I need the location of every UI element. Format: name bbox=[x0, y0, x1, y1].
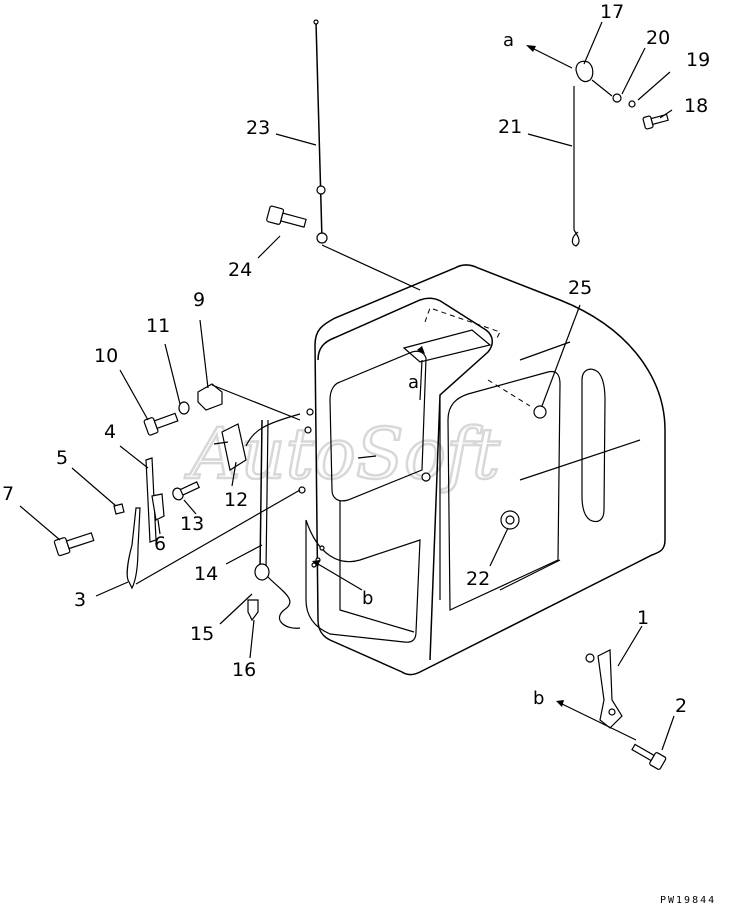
antenna-part bbox=[313, 19, 421, 291]
callout-16: 16 bbox=[232, 659, 256, 681]
screw-part-13 bbox=[172, 481, 201, 501]
nut-part-25 bbox=[533, 405, 547, 419]
hose-part-14 bbox=[259, 419, 301, 629]
view-label-a-top: a bbox=[503, 30, 514, 51]
callout-19: 19 bbox=[686, 49, 710, 71]
callout-1: 1 bbox=[637, 607, 649, 629]
clip-part-6 bbox=[151, 493, 165, 521]
arrowhead-a-cab bbox=[417, 346, 425, 354]
arrowhead-b-side bbox=[556, 700, 564, 707]
callout-25: 25 bbox=[568, 277, 592, 299]
callout-22: 22 bbox=[466, 568, 490, 590]
bolt-part-2 bbox=[631, 743, 667, 770]
clip-part-5 bbox=[113, 503, 125, 515]
callout-9: 9 bbox=[193, 289, 205, 311]
grommet-part-15 bbox=[254, 563, 270, 581]
callout-7: 7 bbox=[2, 483, 14, 505]
view-label-a-cab: a bbox=[408, 372, 419, 393]
wiper-arm-part-3 bbox=[126, 507, 141, 590]
clamp-part-16 bbox=[247, 599, 259, 622]
washer-part-11 bbox=[178, 401, 190, 415]
callout-10: 10 bbox=[94, 345, 118, 367]
callout-13: 13 bbox=[180, 513, 204, 535]
bolt-part-24 bbox=[266, 205, 307, 228]
bracket-part-1 bbox=[585, 649, 623, 729]
washer-part-19 bbox=[628, 100, 636, 108]
callout-21: 21 bbox=[498, 116, 522, 138]
wiper-blade-part-4 bbox=[145, 457, 157, 543]
connector-part-9 bbox=[197, 383, 301, 421]
callout-20: 20 bbox=[646, 27, 670, 49]
cab-body bbox=[298, 264, 666, 676]
callout-14: 14 bbox=[194, 563, 218, 585]
callout-23: 23 bbox=[246, 117, 270, 139]
washer-part-20 bbox=[612, 93, 622, 103]
callout-6: 6 bbox=[154, 533, 166, 555]
view-label-b-cab: b bbox=[362, 588, 373, 609]
view-label-b-side: b bbox=[533, 688, 544, 709]
callout-15: 15 bbox=[190, 623, 214, 645]
drawing-code: PW19844 bbox=[660, 895, 716, 906]
callout-5: 5 bbox=[56, 447, 68, 469]
bolt-part-7 bbox=[53, 532, 95, 557]
callout-12: 12 bbox=[224, 489, 248, 511]
callout-18: 18 bbox=[684, 95, 708, 117]
callout-3: 3 bbox=[74, 589, 86, 611]
arrowhead-a-top bbox=[526, 45, 536, 52]
callout-17: 17 bbox=[600, 1, 624, 23]
screw-part-18 bbox=[642, 113, 669, 130]
leader-lines bbox=[19, 21, 675, 751]
callout-11: 11 bbox=[146, 315, 170, 337]
arrowhead-b-cab bbox=[312, 560, 320, 567]
callout-2: 2 bbox=[675, 695, 687, 717]
bolt-part-10 bbox=[143, 412, 179, 436]
callout-4: 4 bbox=[104, 421, 116, 443]
callout-24: 24 bbox=[228, 259, 252, 281]
lamp-wire-part bbox=[571, 60, 613, 247]
